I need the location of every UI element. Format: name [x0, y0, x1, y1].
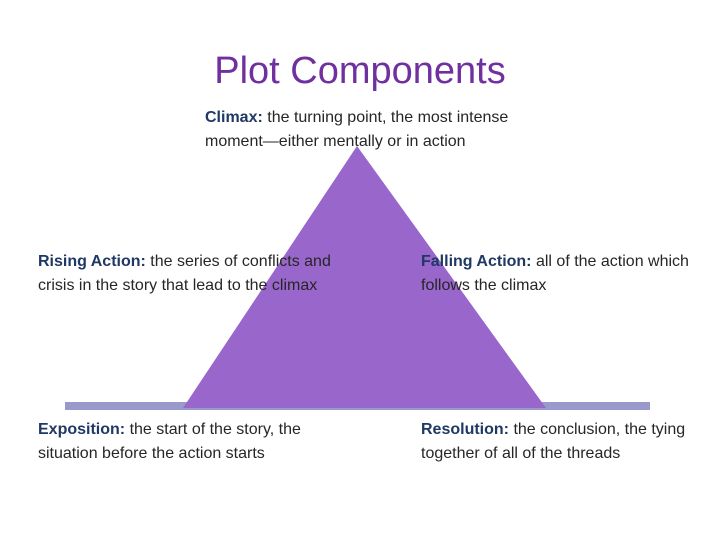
exposition-term: Exposition: — [38, 421, 126, 438]
rising-action-description: Rising Action: the series of conflicts a… — [38, 250, 358, 298]
rising-action-term: Rising Action: — [38, 253, 146, 270]
falling-action-term: Falling Action: — [421, 253, 532, 270]
resolution-text: the conclusion, the tying together of al… — [421, 421, 686, 462]
falling-action-text: all of the action which follows the clim… — [421, 253, 689, 294]
plot-triangle — [183, 146, 546, 408]
climax-text: the turning point, the most intense mome… — [205, 109, 509, 150]
resolution-description: Resolution: the conclusion, the tying to… — [421, 418, 720, 466]
exposition-description: Exposition: the start of the story, the … — [38, 418, 358, 466]
falling-action-description: Falling Action: all of the action which … — [421, 250, 711, 298]
climax-description: Climax: the turning point, the most inte… — [205, 106, 515, 154]
page-title: Plot Components — [214, 50, 506, 92]
rising-action-text: the series of conflicts and crisis in th… — [38, 253, 331, 294]
resolution-term: Resolution: — [421, 421, 509, 438]
exposition-text: the start of the story, the situation be… — [38, 421, 301, 462]
climax-term: Climax: — [205, 109, 263, 126]
